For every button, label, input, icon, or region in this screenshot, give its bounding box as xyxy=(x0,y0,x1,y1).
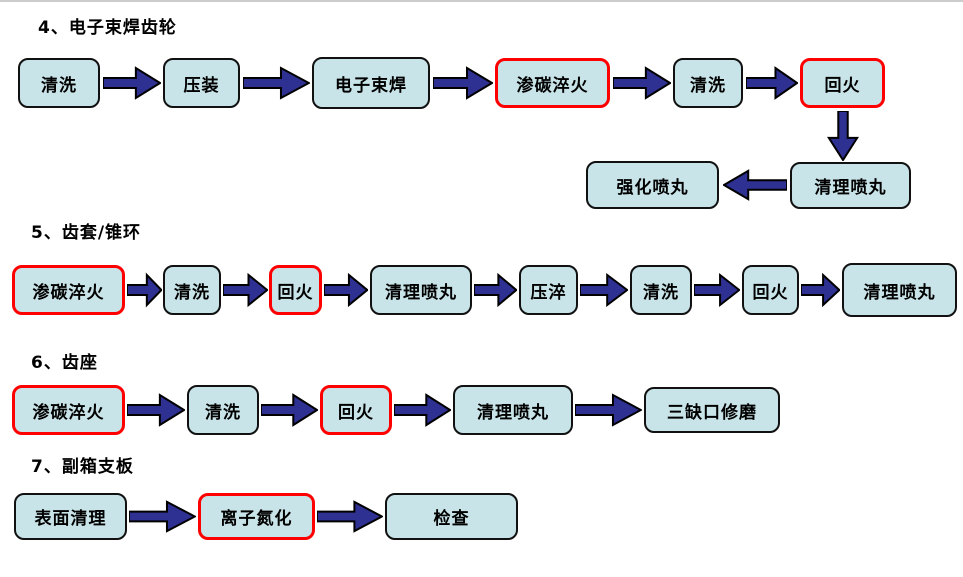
section-title-6: 6、齿座 xyxy=(31,353,98,373)
process-step-box-highlighted: 回火 xyxy=(269,265,322,315)
flow-arrow-right-icon xyxy=(746,65,798,101)
flow-arrow-right-icon xyxy=(129,499,196,534)
flow-arrow-right-icon xyxy=(394,392,451,428)
process-step-box-highlighted: 渗碳淬火 xyxy=(12,385,125,435)
process-step-box: 电子束焊 xyxy=(312,57,430,109)
flow-arrow-right-icon xyxy=(801,272,840,308)
flow-arrow-right-icon xyxy=(575,392,642,428)
process-step-box-highlighted: 渗碳淬火 xyxy=(12,265,125,315)
process-step-box: 清理喷丸 xyxy=(842,263,957,317)
flow-arrow-right-icon xyxy=(324,272,368,308)
process-step-box: 清洗 xyxy=(187,385,259,435)
process-step-box: 表面清理 xyxy=(14,493,127,540)
flow-arrow-right-icon xyxy=(223,272,268,308)
process-step-box: 三缺口修磨 xyxy=(644,387,780,433)
flow-arrow-right-icon xyxy=(474,272,517,308)
section-title-7: 7、副箱支板 xyxy=(31,457,134,477)
flow-arrow-right-icon xyxy=(127,392,185,428)
process-step-box: 压装 xyxy=(163,58,240,108)
process-step-box: 清洗 xyxy=(18,58,100,108)
process-step-box-highlighted: 回火 xyxy=(800,58,885,108)
process-step-box-highlighted: 回火 xyxy=(320,385,392,435)
flow-arrow-down-icon xyxy=(826,111,860,161)
process-step-box: 清理喷丸 xyxy=(453,385,573,435)
flow-arrow-right-icon xyxy=(261,392,318,428)
flow-arrow-right-icon xyxy=(613,65,671,101)
flow-arrow-right-icon xyxy=(127,272,162,308)
flow-arrow-right-icon xyxy=(317,499,383,534)
flow-arrow-left-icon xyxy=(723,168,787,202)
section-title-4: 4、电子束焊齿轮 xyxy=(38,18,177,38)
process-step-box: 清理喷丸 xyxy=(790,162,911,209)
section-title-5: 5、齿套/锥环 xyxy=(31,223,142,243)
process-step-box: 清理喷丸 xyxy=(370,265,472,315)
process-step-box: 强化喷丸 xyxy=(586,161,719,209)
flow-arrow-right-icon xyxy=(694,272,740,308)
process-step-box-highlighted: 渗碳淬火 xyxy=(495,58,610,108)
process-step-box: 检查 xyxy=(385,493,518,540)
flow-arrow-right-icon xyxy=(580,272,628,308)
process-step-box: 清洗 xyxy=(163,265,221,315)
process-step-box: 清洗 xyxy=(673,58,743,108)
flow-arrow-right-icon xyxy=(433,65,493,101)
process-step-box: 压淬 xyxy=(519,265,578,315)
process-step-box: 回火 xyxy=(742,265,799,315)
flow-arrow-right-icon xyxy=(243,65,310,101)
process-step-box: 清洗 xyxy=(630,265,692,315)
flow-arrow-right-icon xyxy=(103,65,161,101)
process-step-box-highlighted: 离子氮化 xyxy=(198,493,315,540)
top-divider xyxy=(0,0,963,2)
